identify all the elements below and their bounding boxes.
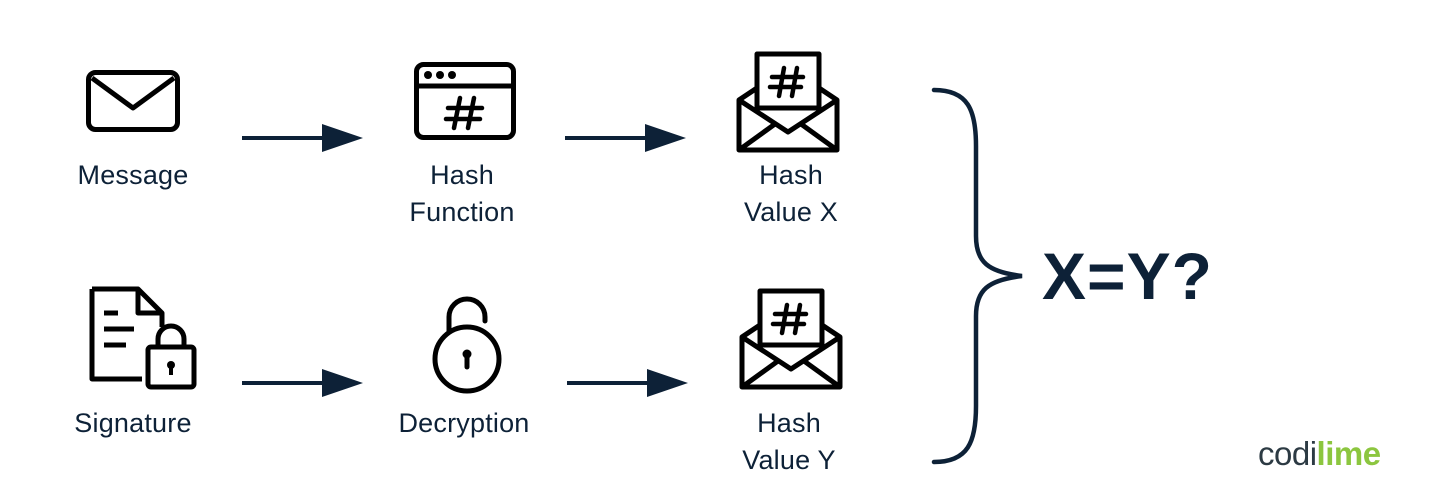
arrow-signature-to-decryption xyxy=(242,367,364,399)
decryption-label: Decryption xyxy=(398,408,530,438)
open-padlock-icon xyxy=(430,287,504,395)
signed-document-lock-icon xyxy=(88,285,198,391)
hash-envelope-y-icon xyxy=(738,287,844,391)
hash-value-y-label-line2: Value Y xyxy=(742,445,836,475)
hash-value-y-label-line1: Hash xyxy=(757,408,821,438)
hash-function-label-line1: Hash xyxy=(430,160,494,190)
hash-value-x-label: Hash Value X xyxy=(711,157,871,231)
logo-text-part1: codi xyxy=(1258,435,1317,472)
hash-function-label: Hash Function xyxy=(382,157,542,231)
hash-function-label-line2: Function xyxy=(409,197,515,227)
hash-value-y-label: Hash Value Y xyxy=(709,405,869,479)
hash-value-x-label-line2: Value X xyxy=(744,197,838,227)
curly-brace xyxy=(928,86,1028,466)
message-label: Message xyxy=(77,160,189,190)
envelope-icon xyxy=(86,70,180,132)
arrow-hash-function-to-value-x xyxy=(565,122,687,154)
hash-function-window-icon xyxy=(414,62,516,140)
arrow-decryption-to-value-y xyxy=(567,367,689,399)
logo-text-part2: lime xyxy=(1316,435,1382,472)
hash-envelope-x-icon xyxy=(735,50,841,154)
comparison-result: X=Y? xyxy=(1042,239,1213,313)
codilime-logo: codilime xyxy=(1258,434,1381,474)
arrow-message-to-hash-function xyxy=(242,122,364,154)
hash-value-x-label-line1: Hash xyxy=(759,160,823,190)
signature-label: Signature xyxy=(74,408,192,438)
